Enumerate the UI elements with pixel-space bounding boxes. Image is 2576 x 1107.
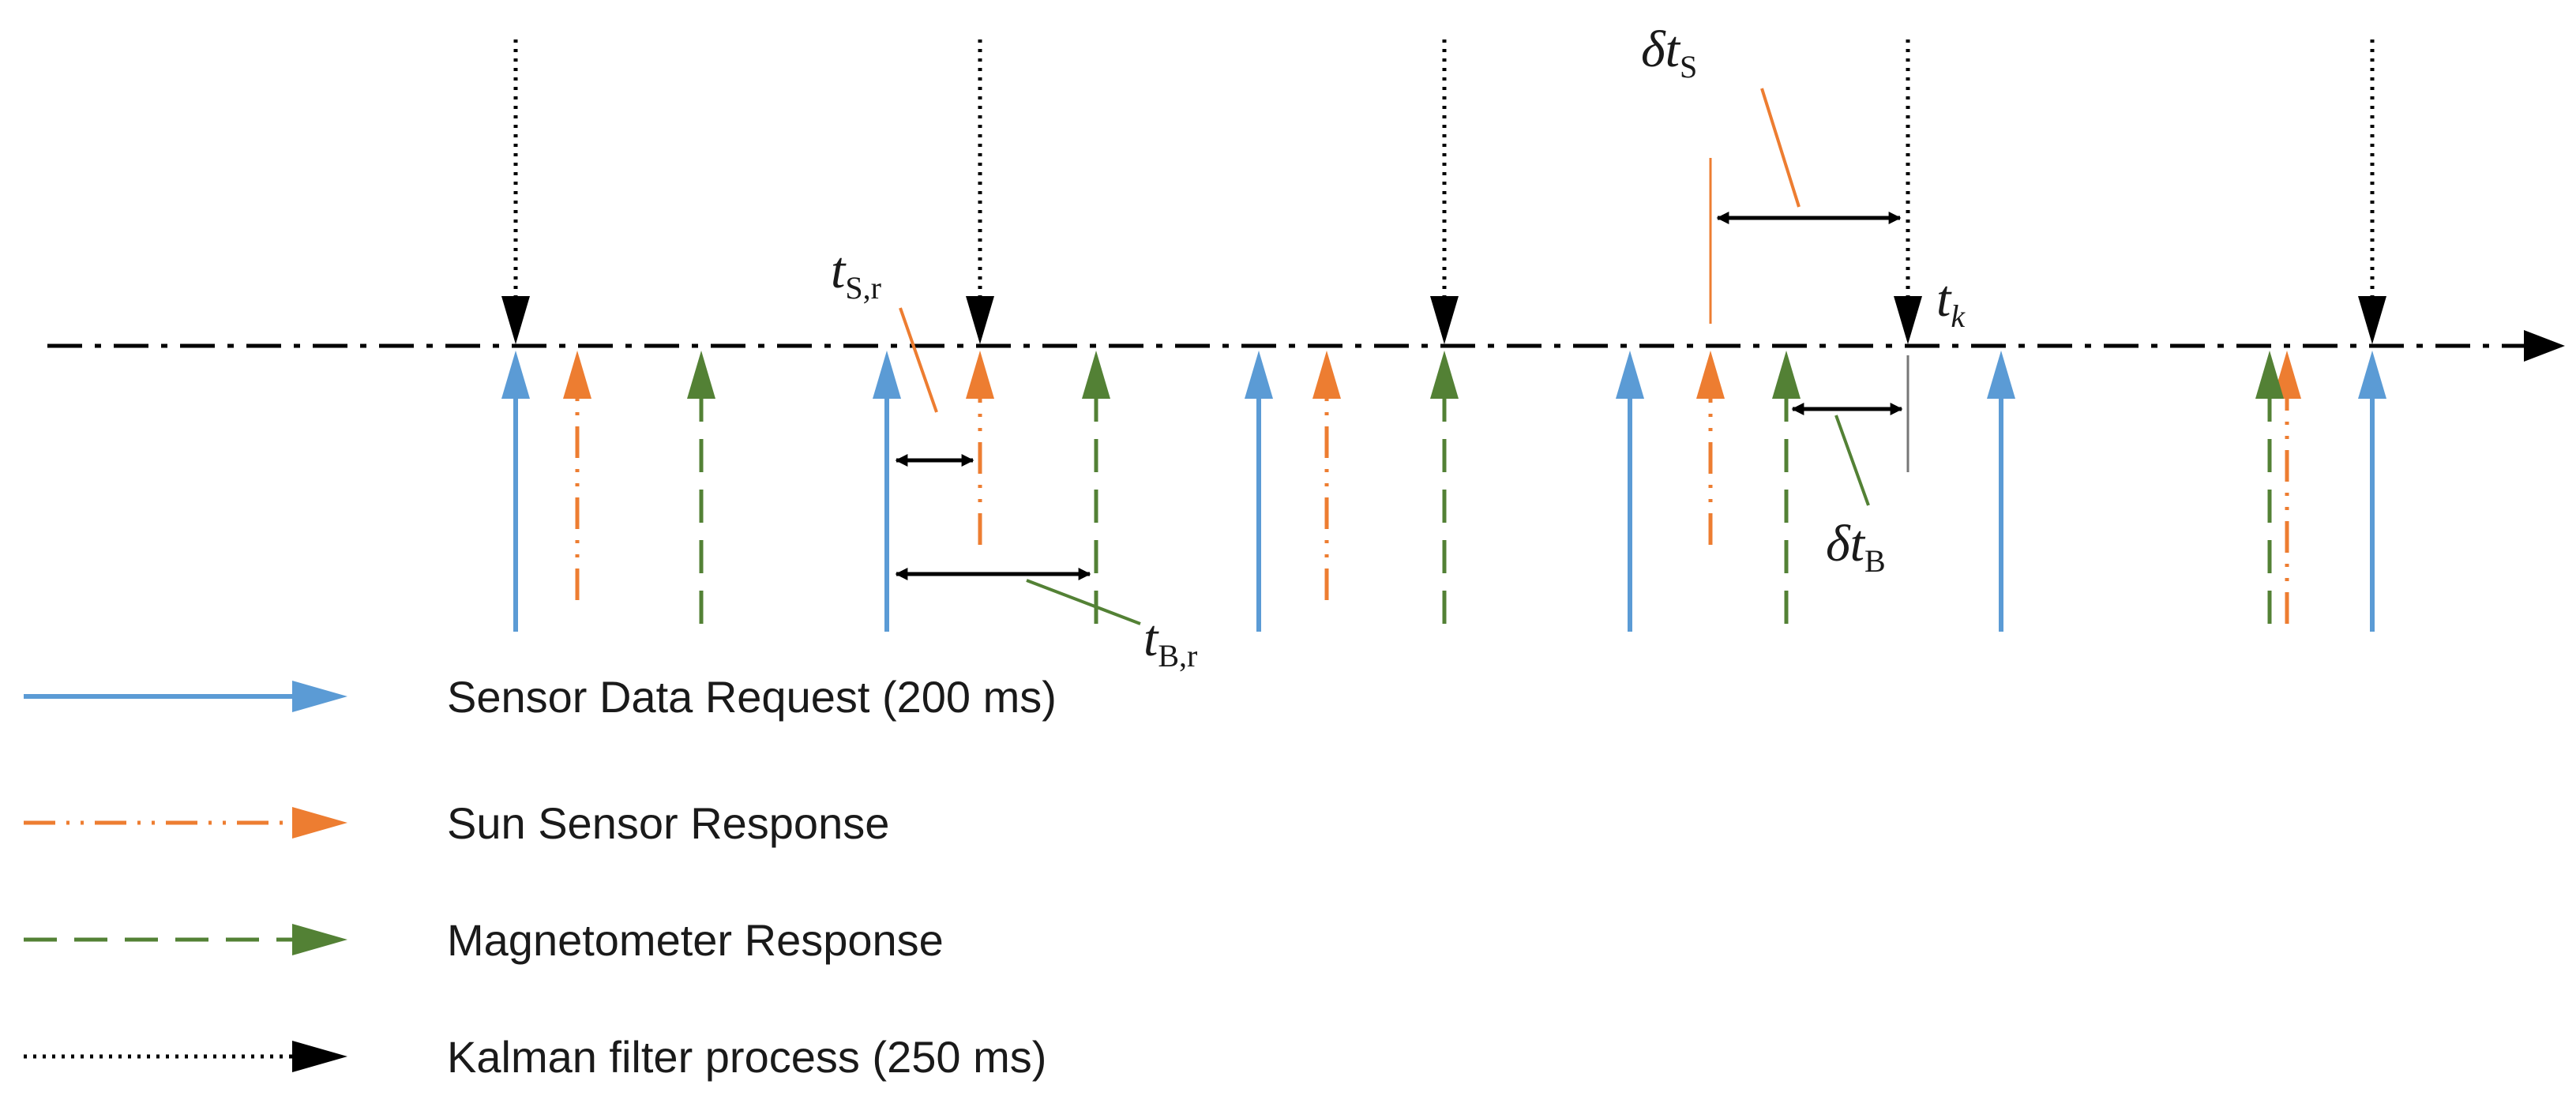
- magnetometer-arrow: [1082, 351, 1110, 624]
- request-arrows: [501, 351, 2386, 632]
- kalman-arrow: [1894, 39, 1922, 344]
- sun-arrows: [563, 351, 2301, 624]
- t-s-r-label: tS,r: [831, 242, 881, 306]
- request-arrow: [1987, 351, 2015, 632]
- sun-arrow: [563, 351, 591, 600]
- kalman-arrow: [966, 39, 994, 344]
- request-arrow: [873, 351, 901, 632]
- legend-label-kalman: Kalman filter process (250 ms): [447, 1032, 1046, 1082]
- request-arrow: [501, 351, 530, 632]
- legend-arrowhead-sun: [292, 807, 347, 839]
- magnetometer-arrow: [687, 351, 715, 624]
- delta-t-s-leader-line: [1760, 88, 1801, 208]
- kalman-arrows: [501, 39, 2386, 344]
- delta-t-b-leader-line: [1834, 415, 1870, 506]
- legend-label-sun: Sun Sensor Response: [447, 798, 889, 848]
- request-arrow: [2358, 351, 2386, 632]
- legend-item-kalman: Kalman filter process (250 ms): [24, 1032, 1046, 1082]
- delta-t-s-label: δtS: [1641, 21, 1697, 84]
- legend: Sensor Data Request (200 ms) Sun Sensor …: [24, 672, 1057, 1082]
- time-axis-arrowhead: [2524, 330, 2565, 362]
- sun-arrow: [1312, 351, 1341, 600]
- sun-arrow: [1696, 351, 1725, 545]
- magnetometer-arrows: [687, 351, 2284, 624]
- legend-label-request: Sensor Data Request (200 ms): [447, 672, 1057, 722]
- t-b-r-leader-line: [1026, 579, 1141, 625]
- kalman-arrow: [501, 39, 530, 344]
- kalman-arrow: [2358, 39, 2386, 344]
- t-k-label: tk: [1936, 270, 1966, 334]
- kalman-arrow: [1430, 39, 1459, 344]
- t-s-r-leader-line: [899, 307, 938, 413]
- delta-t-b-label: δtB: [1826, 515, 1886, 579]
- legend-arrowhead-kalman: [292, 1041, 347, 1072]
- legend-item-request: Sensor Data Request (200 ms): [24, 672, 1057, 722]
- magnetometer-arrow: [1430, 351, 1459, 624]
- sun-arrow: [966, 351, 994, 545]
- t-b-r-label: tB,r: [1143, 610, 1197, 674]
- legend-arrowhead-magnetometer: [292, 924, 347, 955]
- request-arrow: [1616, 351, 1644, 632]
- legend-item-sun: Sun Sensor Response: [24, 798, 889, 848]
- legend-arrowhead-request: [292, 681, 347, 712]
- legend-item-magnetometer: Magnetometer Response: [24, 915, 944, 965]
- request-arrow: [1245, 351, 1273, 632]
- legend-label-magnetometer: Magnetometer Response: [447, 915, 944, 965]
- magnetometer-arrow: [2255, 351, 2284, 624]
- magnetometer-arrow: [1772, 351, 1801, 624]
